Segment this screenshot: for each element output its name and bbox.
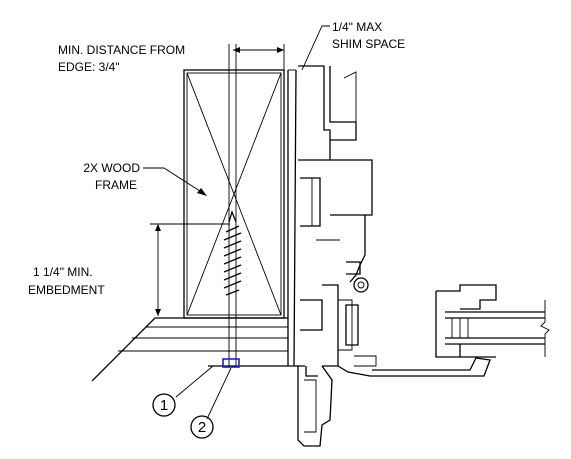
sealant-bead (222, 358, 240, 368)
window-frame-profile (298, 65, 491, 377)
shim (287, 69, 297, 367)
wood-frame-label-line1: 2X WOOD (83, 161, 140, 175)
sill-layers (91, 317, 305, 382)
callout-2-number: 2 (198, 419, 206, 436)
callout-1: 1 (152, 393, 176, 417)
edge-distance-dimension (233, 44, 285, 70)
callout-2: 2 (190, 415, 214, 439)
screw (223, 44, 242, 366)
min-distance-label-line2: EDGE: 3/4" (58, 60, 120, 74)
sill-nose-profile (297, 365, 333, 447)
embedment-dimension (150, 223, 230, 316)
wood-frame (183, 69, 285, 319)
min-distance-label-line1: MIN. DISTANCE FROM (58, 43, 185, 57)
embedment-label-line1: 1 1/4" MIN. (33, 265, 93, 279)
shim-label-line2: SHIM SPACE (332, 37, 405, 51)
sash-glazing (435, 284, 550, 358)
shim-label-line1: 1/4" MAX (332, 20, 382, 34)
embedment-label-line2: EMBEDMENT (28, 283, 105, 297)
wood-frame-label-line2: FRAME (95, 178, 137, 192)
callout-1-number: 1 (160, 397, 168, 414)
leader-lines (143, 25, 330, 420)
